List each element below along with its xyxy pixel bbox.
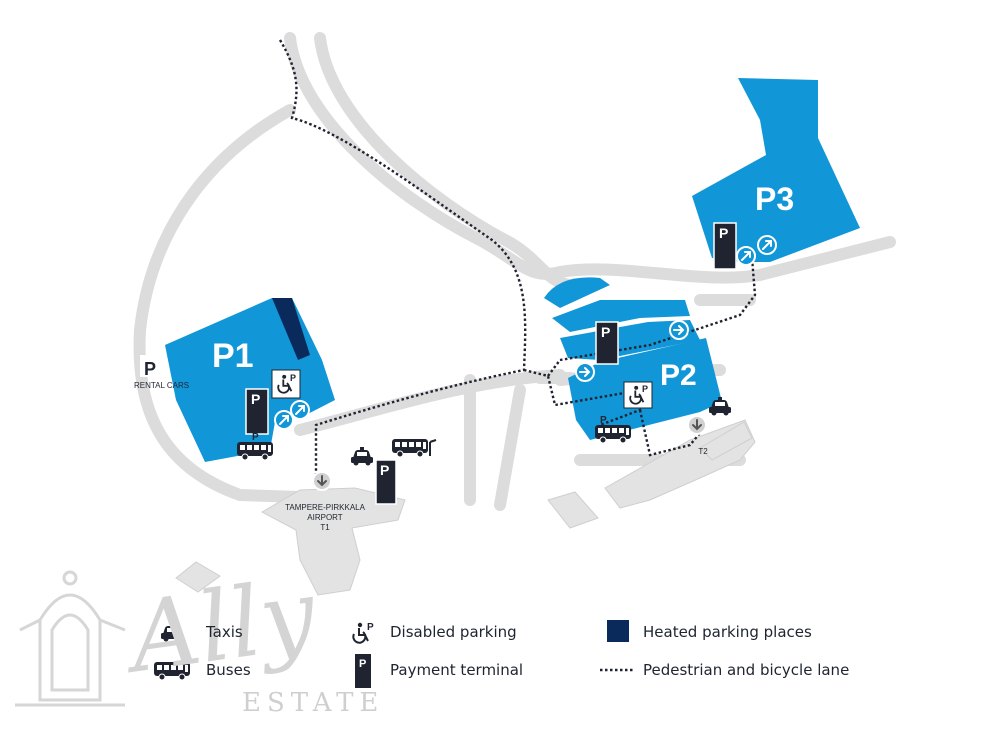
payment-terminal-t1: P [375, 459, 397, 505]
entrance-arrow-icon [290, 400, 310, 420]
terminal1-code: T1 [320, 523, 330, 532]
parking-p2-row3 [560, 320, 700, 360]
disabled-parking-p1: P [271, 369, 301, 399]
terminal1-airport: AIRPORT [307, 513, 343, 522]
payment-terminals: P P P P [245, 222, 737, 505]
buildings [175, 419, 756, 596]
payment-terminal-p3-symbol: P [719, 225, 728, 241]
legend-taxis: Taxis [206, 623, 243, 641]
parking-p1 [165, 298, 335, 462]
payment-terminal-p3: P [713, 222, 737, 270]
terminal2-code: T2 [698, 447, 708, 456]
entrance-arrow-icon [736, 246, 756, 266]
legend-icons: P P [153, 620, 634, 688]
road-network [133, 32, 896, 511]
legend-heated: Heated parking places [643, 623, 812, 641]
terminal1-name: TAMPERE-PIRKKALA [285, 503, 366, 512]
entrance-arrow-icon [687, 415, 707, 435]
disabled-parking-signs: P P [271, 369, 653, 409]
heated-parking [272, 298, 310, 360]
building-small-3 [699, 421, 753, 461]
disabled-parking-p2: P [623, 381, 653, 409]
bus-icon [391, 438, 429, 458]
bus-stop-t1 [391, 438, 437, 458]
legend-payment: Payment terminal [390, 661, 524, 679]
legend-buses: Buses [206, 661, 251, 679]
parking-p3 [692, 78, 860, 262]
svg-text:P: P [642, 384, 648, 394]
rental-cars-box [140, 355, 162, 377]
legend-disabled: Disabled parking [390, 623, 517, 641]
pedestrian-paths [278, 39, 757, 475]
rental-cars: P RENTAL CARS [134, 355, 189, 390]
disabled-parking-icon: P [352, 621, 374, 644]
transport-icons: P P [236, 397, 731, 466]
payment-terminal-icon: P [355, 654, 371, 688]
terminal-labels: TAMPERE-PIRKKALA AIRPORT T1 T2 [285, 447, 708, 532]
bus-stop-p2: P [594, 415, 632, 444]
parking-p2-row2 [552, 300, 690, 332]
terminal-t1 [260, 487, 406, 596]
entrance-arrow-icon [575, 362, 595, 382]
entrance-arrow-icon [757, 235, 777, 255]
payment-terminal-p1-symbol: P [251, 391, 260, 407]
bus-stop-p1: P [236, 432, 274, 461]
lot-label-p3: P3 [755, 181, 794, 217]
payment-terminal-p2-symbol: P [601, 324, 610, 340]
entrance-arrow-icon [312, 471, 332, 491]
bus-icon [236, 441, 274, 461]
payment-terminal-p2: P [595, 321, 619, 365]
payment-terminal-t1-symbol: P [380, 462, 389, 478]
watermark-text: ESTATE [242, 688, 385, 718]
legend-pedestrian: Pedestrian and bicycle lane [643, 661, 850, 679]
svg-text:P: P [367, 622, 374, 633]
rental-cars-label: RENTAL CARS [134, 381, 189, 390]
parking-p2-row1 [544, 277, 610, 308]
building-small-2 [175, 561, 221, 593]
lot-labels: P1 P2 P3 [212, 181, 794, 392]
bus-stop-p2-p: P [600, 415, 607, 426]
entrance-arrow-icon [274, 410, 294, 430]
entrance-arrow-icon [669, 320, 689, 340]
svg-text:P: P [290, 373, 296, 383]
bus-stop-p1-p: P [252, 432, 259, 443]
rental-cars-p: P [144, 359, 156, 379]
building-small-1 [547, 491, 599, 529]
svg-text:P: P [359, 658, 366, 670]
heated-parking-icon [607, 620, 629, 642]
lot-label-p1: P1 [212, 337, 254, 375]
watermark-emblem [15, 570, 126, 707]
taxi-icon [351, 447, 373, 466]
lot-label-p2: P2 [660, 359, 697, 392]
payment-terminal-p1: P [245, 388, 269, 435]
bus-icon [594, 424, 632, 444]
